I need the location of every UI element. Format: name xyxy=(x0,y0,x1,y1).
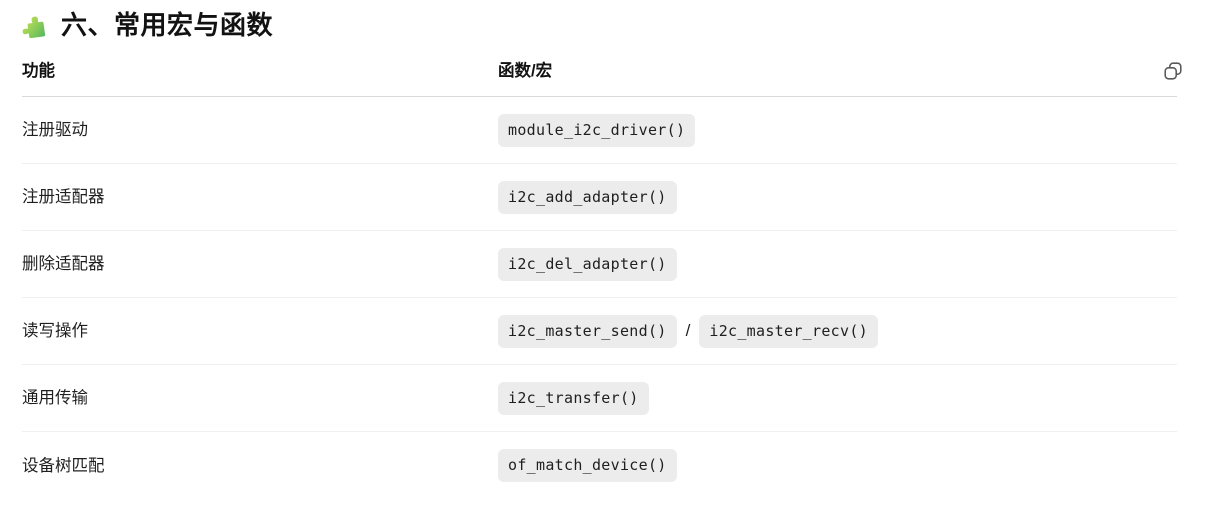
table-row: 删除适配器 i2c_del_adapter() xyxy=(22,231,1177,298)
section-title-row: 六、常用宏与函数 xyxy=(0,0,1212,46)
code-separator: / xyxy=(685,321,691,340)
code-badge: i2c_del_adapter() xyxy=(498,247,677,281)
table-header-row: 功能 函数/宏 xyxy=(22,46,1182,97)
table-row: 注册适配器 i2c_add_adapter() xyxy=(22,164,1177,231)
table-row: 设备树匹配 of_match_device() xyxy=(22,432,1177,499)
code-badge: i2c_add_adapter() xyxy=(498,180,677,214)
code-badge: i2c_master_send() xyxy=(498,314,677,348)
function-cell: of_match_device() xyxy=(498,449,1177,482)
table-body: 注册驱动 module_i2c_driver() 注册适配器 i2c_add_a… xyxy=(22,97,1177,499)
function-cell: i2c_transfer() xyxy=(498,381,1177,415)
function-cell: i2c_add_adapter() xyxy=(498,180,1177,214)
function-cell: i2c_master_send() / i2c_master_recv() xyxy=(498,314,1177,348)
code-badge: module_i2c_driver() xyxy=(498,113,696,147)
code-badge: i2c_transfer() xyxy=(498,381,649,415)
table-row: 注册驱动 module_i2c_driver() xyxy=(22,97,1177,164)
table-row: 读写操作 i2c_master_send() / i2c_master_recv() xyxy=(22,298,1177,365)
copy-icon xyxy=(1164,62,1182,80)
column-header-function: 函数/宏 xyxy=(498,62,553,80)
puzzle-icon xyxy=(21,12,49,40)
table-row: 通用传输 i2c_transfer() xyxy=(22,365,1177,432)
page-title: 六、常用宏与函数 xyxy=(61,9,274,40)
code-badge: of_match_device() xyxy=(498,449,677,482)
function-cell: i2c_del_adapter() xyxy=(498,247,1177,281)
page: 六、常用宏与函数 功能 函数/宏 注册驱动 module_i2c_driver(… xyxy=(0,0,1212,499)
code-badge: i2c_master_recv() xyxy=(699,314,878,348)
column-header-feature: 功能 xyxy=(22,62,55,80)
copy-button[interactable] xyxy=(1159,57,1187,85)
feature-cell: 注册驱动 xyxy=(22,121,88,139)
macros-table: 功能 函数/宏 注册驱动 module_i2c_driver() 注册适配器 i… xyxy=(22,46,1182,499)
feature-cell: 读写操作 xyxy=(22,322,88,340)
feature-cell: 注册适配器 xyxy=(22,188,105,206)
feature-cell: 设备树匹配 xyxy=(22,456,105,475)
function-cell: module_i2c_driver() xyxy=(498,113,1177,147)
feature-cell: 通用传输 xyxy=(22,389,88,407)
feature-cell: 删除适配器 xyxy=(22,255,105,273)
